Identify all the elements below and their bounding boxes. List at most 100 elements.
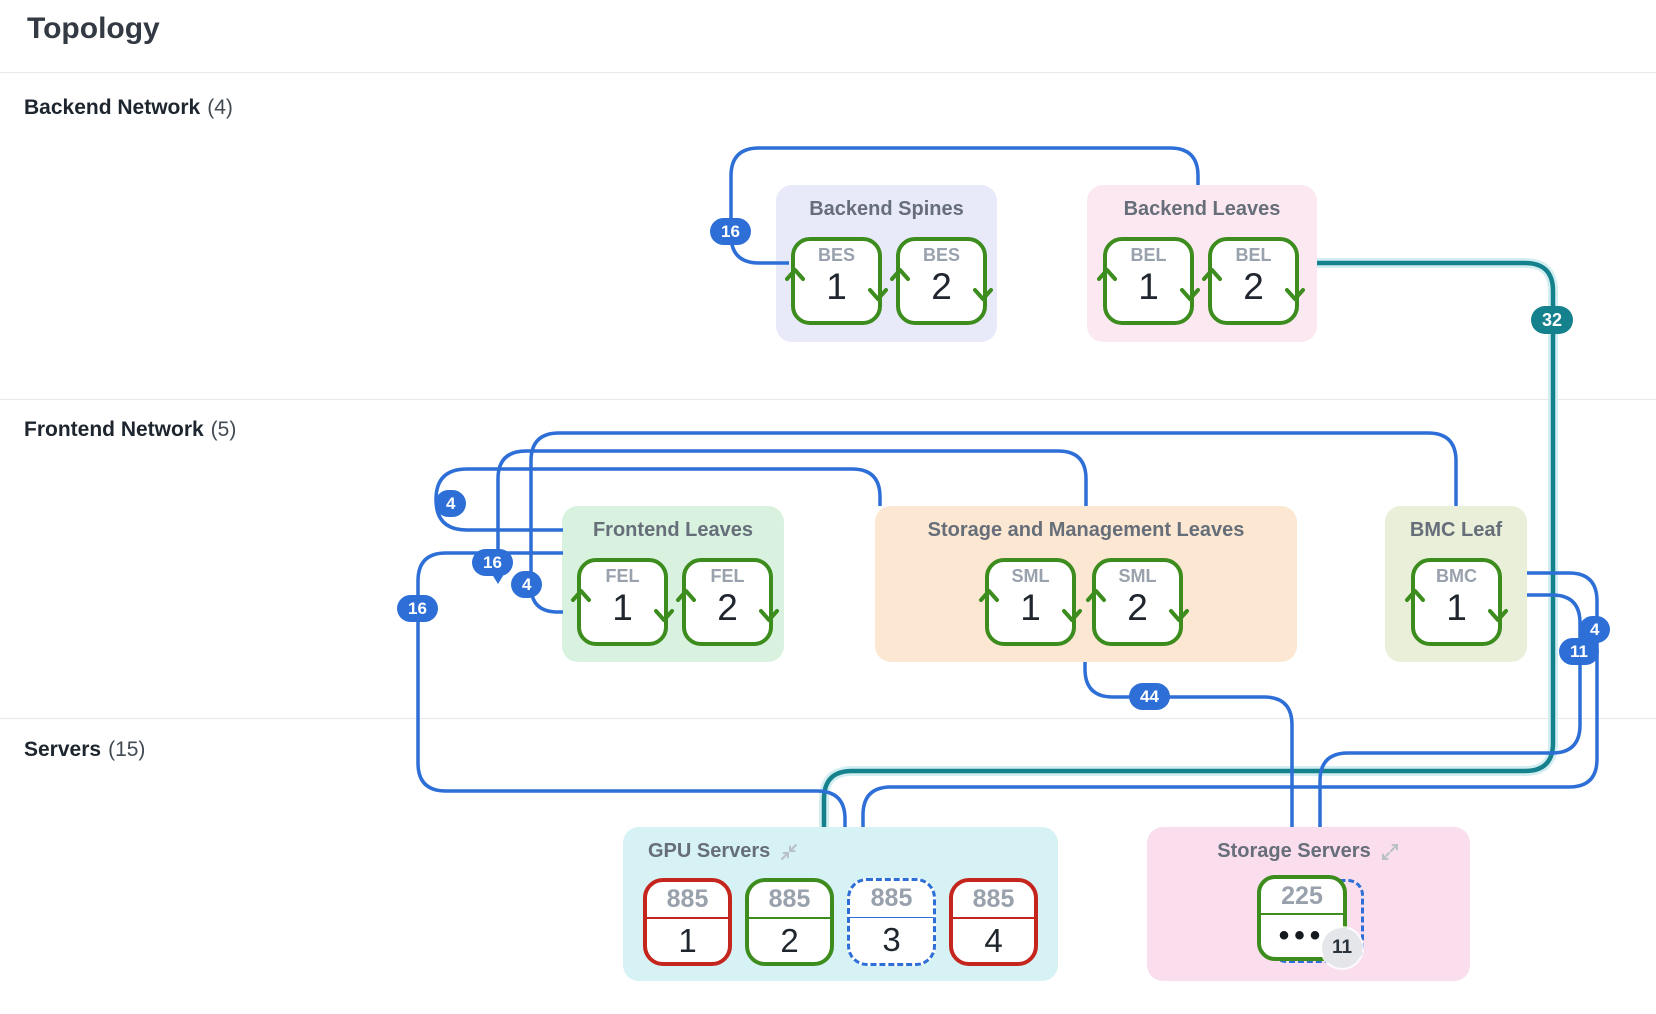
edge-bmc-gpu-servers[interactable] <box>861 571 1599 827</box>
section-label-backend-network: Backend Network(4) <box>24 96 233 120</box>
egress-arrow-icon <box>1180 288 1200 301</box>
group-title-row: Storage Servers <box>1147 840 1470 863</box>
node-gpu-server-4[interactable]: 885 4 <box>949 878 1038 966</box>
node-number: 1 <box>826 265 847 307</box>
node-storage-server-group[interactable]: 225 ••• <box>1257 875 1347 961</box>
egress-arrow-icon <box>1062 609 1082 622</box>
node-gpu-server-3[interactable]: 885 3 <box>847 878 936 966</box>
egress-arrow-icon <box>868 288 888 301</box>
edge-bmc-storage-servers[interactable] <box>1318 593 1582 827</box>
edge-badge-bel-gpu[interactable]: 32 <box>1531 306 1574 334</box>
group-title: GPU Servers <box>648 840 771 862</box>
node-sml-2[interactable]: SML 2 <box>1086 558 1189 646</box>
node-gpu-server-2[interactable]: 885 2 <box>745 878 834 966</box>
edge-badge-fel-sml[interactable]: 4 <box>435 490 467 517</box>
edge-frontend-leaves-bmc-leaf[interactable] <box>529 431 1458 614</box>
group-storage-management-leaves[interactable]: Storage and Management Leaves <box>875 506 1297 662</box>
edge-badge-sml-storage[interactable]: 44 <box>1129 683 1170 710</box>
node-number: 3 <box>882 920 901 958</box>
node-label: BEL <box>1130 245 1167 265</box>
edge-sml-storage-servers[interactable] <box>1083 662 1294 827</box>
node-number: 2 <box>780 921 799 959</box>
node-label: 885 <box>870 884 913 912</box>
ingress-arrow-icon <box>979 589 999 602</box>
edge-frontend-leaves-sml[interactable] <box>434 467 882 532</box>
page-title: Topology <box>27 12 160 45</box>
node-number: 2 <box>1243 265 1264 307</box>
section-divider <box>0 718 1656 719</box>
group-title: Storage and Management Leaves <box>927 519 1245 541</box>
ingress-arrow-icon <box>571 589 591 602</box>
section-name: Frontend Network <box>24 418 204 441</box>
group-title: Backend Spines <box>809 198 964 220</box>
section-label-frontend-network: Frontend Network (5) <box>24 418 236 442</box>
node-gpu-server-1[interactable]: 885 1 <box>643 878 732 966</box>
ingress-arrow-icon <box>1086 589 1106 602</box>
node-label: 225 <box>1281 882 1323 910</box>
edge-badge-bmc-storage[interactable]: 11 <box>1559 638 1599 665</box>
more-nodes-dots: ••• <box>1278 918 1326 952</box>
node-divider <box>647 916 728 919</box>
node-bel-2[interactable]: BEL 2 <box>1202 237 1305 325</box>
node-number: 2 <box>717 586 738 628</box>
node-fel-2[interactable]: FEL 2 <box>676 558 779 646</box>
egress-arrow-icon <box>654 609 674 622</box>
node-number: 4 <box>984 921 1003 959</box>
node-label: 885 <box>768 885 811 913</box>
group-title: BMC Leaf <box>1409 519 1503 541</box>
node-label: SML <box>1011 566 1050 586</box>
node-number: 1 <box>612 586 633 628</box>
edge-badge-bes-bel[interactable]: 16 <box>710 218 751 245</box>
node-label: BMC <box>1436 566 1477 586</box>
node-label: 885 <box>666 885 709 913</box>
node-label: SML <box>1118 566 1157 586</box>
egress-arrow-icon <box>973 288 993 301</box>
edge-badge-fel-gpu[interactable]: 16 <box>397 595 438 622</box>
node-number: 2 <box>1127 586 1148 628</box>
node-bel-1[interactable]: BEL 1 <box>1097 237 1200 325</box>
edge-backend-spines-backend-leaves[interactable] <box>729 146 1200 265</box>
edge-frontend-leaves-gpu-servers[interactable] <box>416 551 847 827</box>
egress-arrow-icon <box>1169 609 1189 622</box>
egress-arrow-icon <box>1285 288 1305 301</box>
group-title: Backend Leaves <box>1123 198 1281 220</box>
node-label: BES <box>817 245 855 265</box>
ingress-arrow-icon <box>676 589 696 602</box>
node-number: 1 <box>678 921 697 959</box>
group-title-row: GPU Servers <box>623 840 1058 863</box>
node-bes-2[interactable]: BES 2 <box>890 237 993 325</box>
node-number: 1 <box>1020 586 1041 628</box>
edge-badge-fel-bmc[interactable]: 4 <box>511 571 543 598</box>
section-label-servers: Servers (15) <box>24 738 145 762</box>
node-number: 1 <box>1138 265 1159 307</box>
node-divider <box>1261 912 1343 915</box>
group-title: Frontend Leaves <box>592 519 754 541</box>
section-count: (15) <box>108 738 146 761</box>
node-number: 2 <box>931 265 952 307</box>
expand-icon[interactable] <box>1380 842 1400 862</box>
node-sml-1[interactable]: SML 1 <box>979 558 1082 646</box>
section-divider <box>0 72 1656 73</box>
edge-backend-leaves-gpu-servers[interactable] <box>819 258 1558 827</box>
ingress-arrow-icon <box>1097 268 1117 281</box>
edge-badge-sml-fel[interactable]: 16 <box>472 549 513 576</box>
section-name: Servers <box>24 738 102 761</box>
node-fel-1[interactable]: FEL 1 <box>571 558 674 646</box>
section-count: (4) <box>207 96 233 119</box>
node-label: FEL <box>710 566 745 586</box>
collapse-icon[interactable] <box>779 842 799 862</box>
section-count: (5) <box>210 418 237 441</box>
node-bes-1[interactable]: BES 1 <box>785 237 888 325</box>
overflow-count-badge[interactable]: 11 <box>1322 928 1362 968</box>
node-divider <box>749 916 830 919</box>
group-title: Storage Servers <box>1217 840 1371 862</box>
ingress-arrow-icon <box>890 268 910 281</box>
node-divider <box>850 916 933 918</box>
node-number: 1 <box>1446 586 1467 628</box>
node-label: 885 <box>972 885 1015 913</box>
node-bmc-1[interactable]: BMC 1 <box>1405 558 1508 646</box>
egress-arrow-icon <box>1488 609 1508 622</box>
ingress-arrow-icon <box>1405 589 1425 602</box>
